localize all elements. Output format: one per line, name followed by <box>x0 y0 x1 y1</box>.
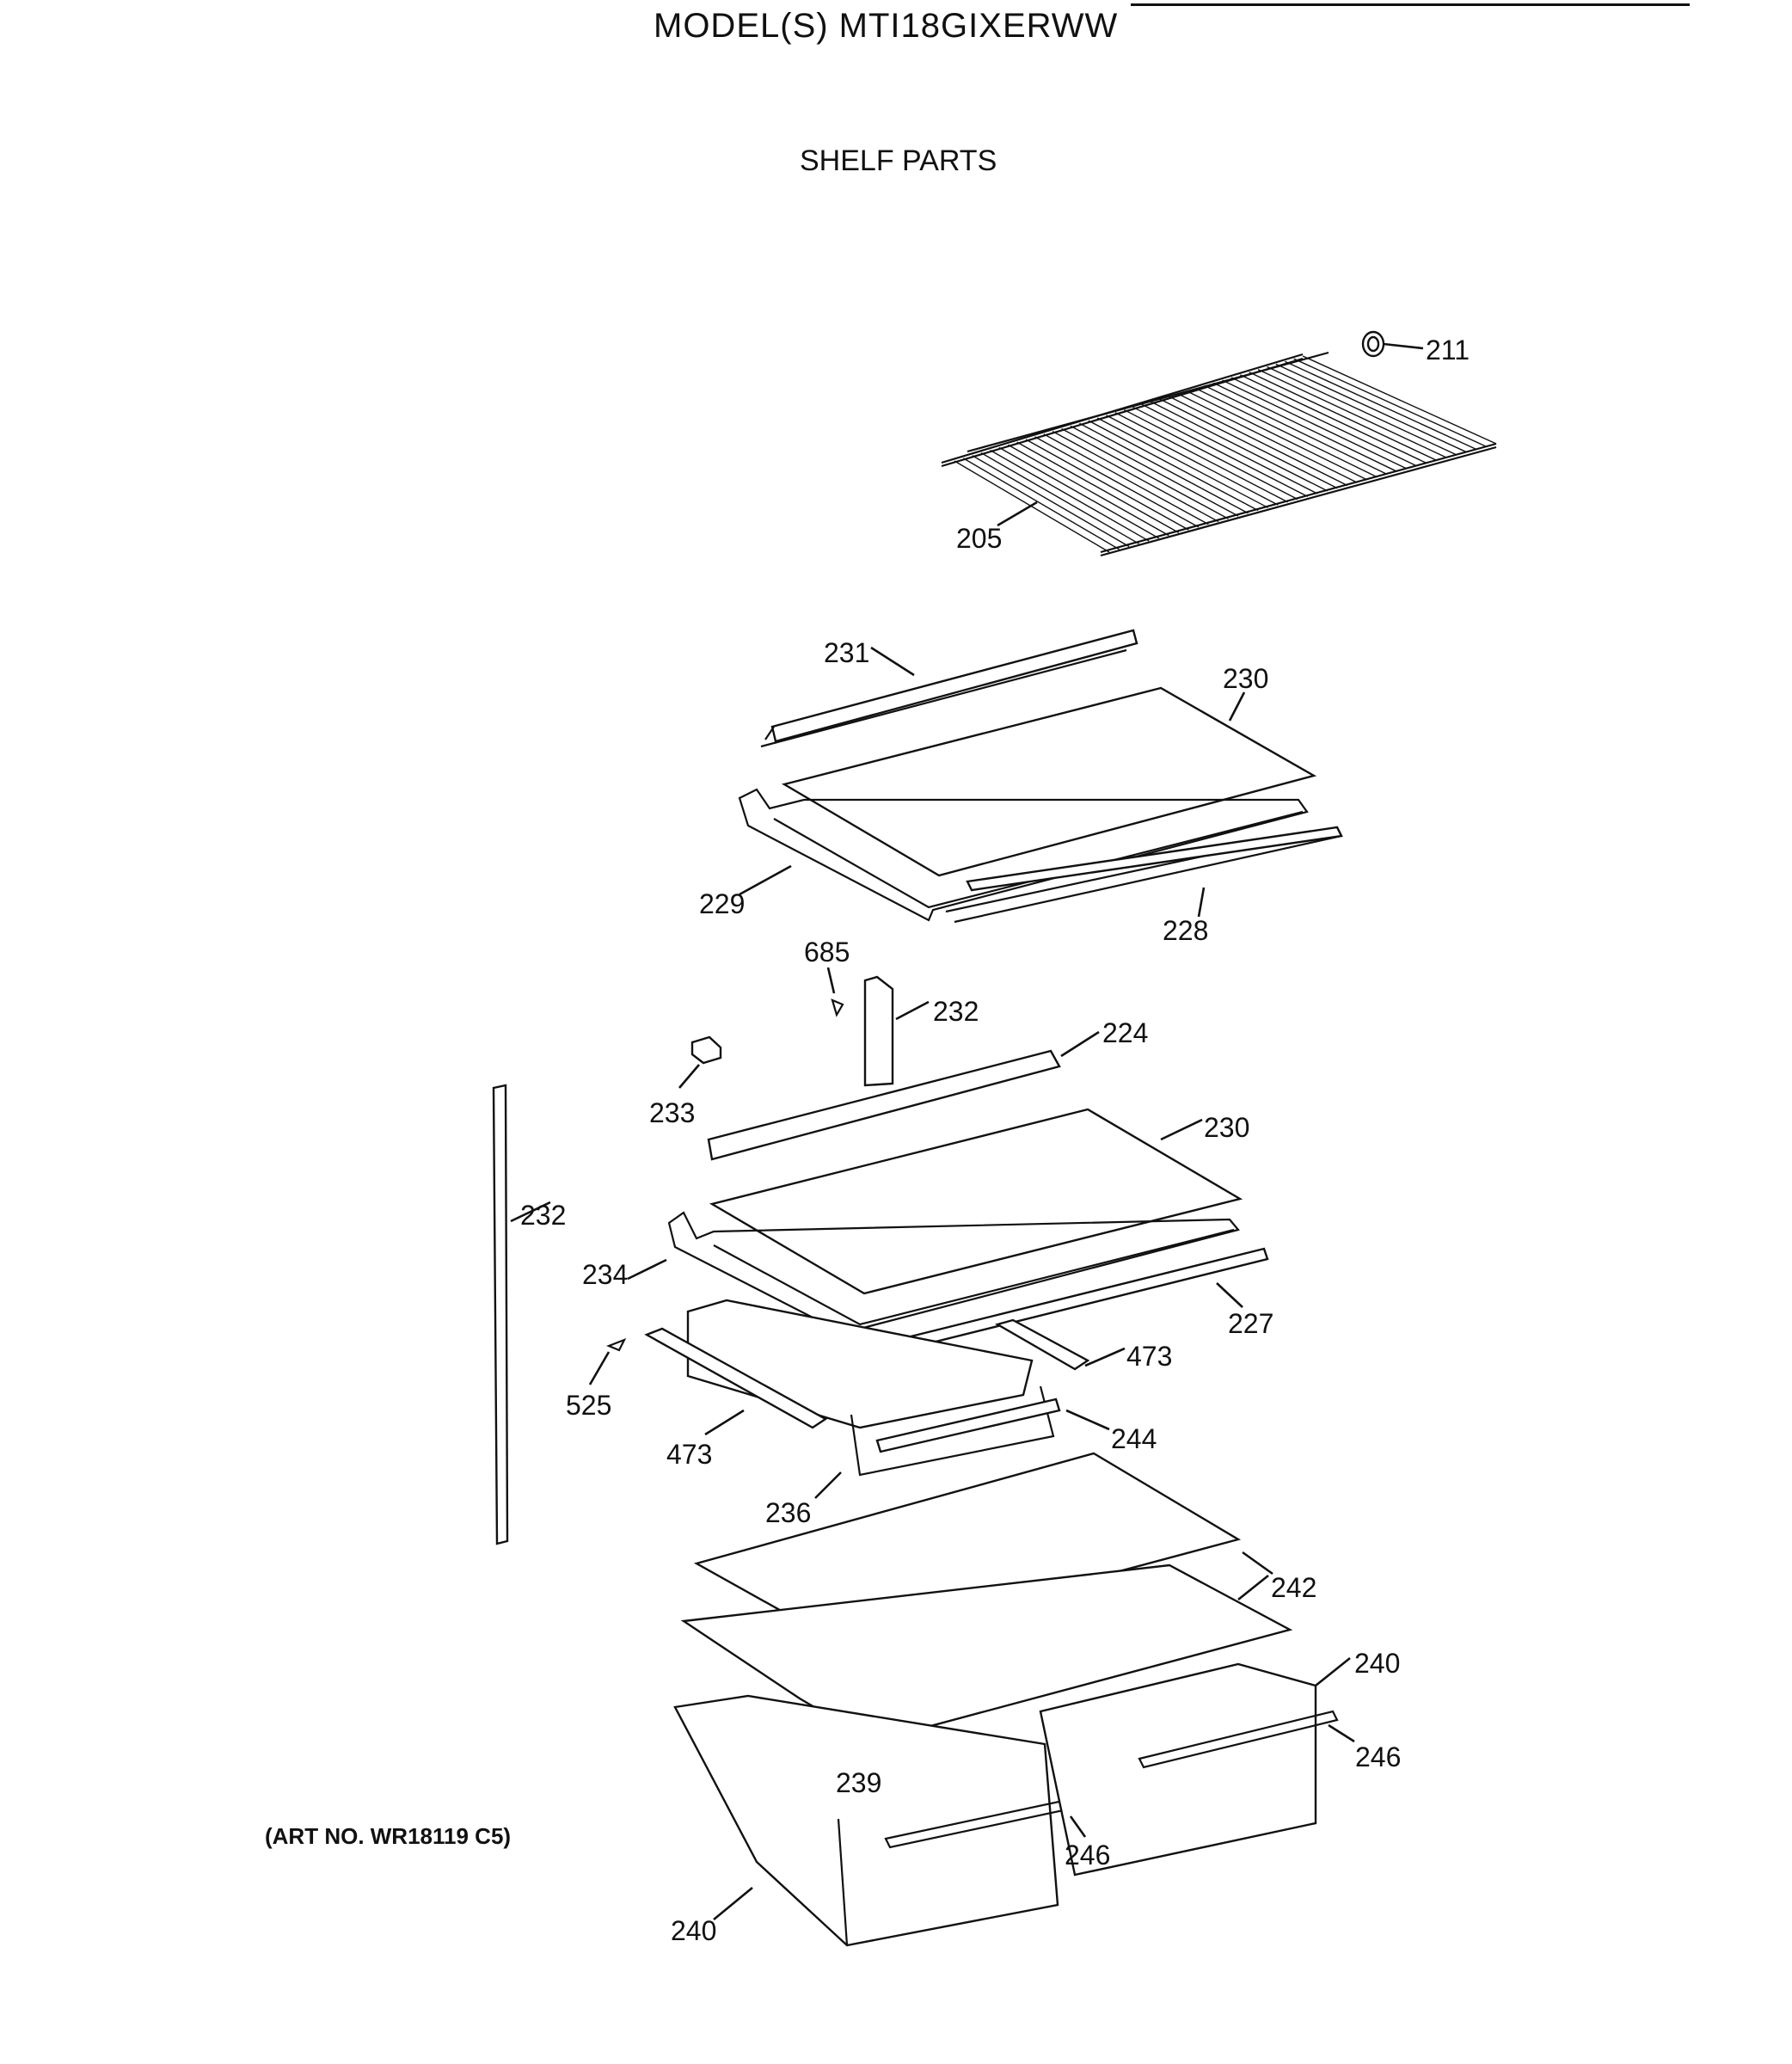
part-232-rail-long <box>492 1084 551 1545</box>
part-229-shelf-frame <box>738 788 1343 924</box>
callout-label-224: 224 <box>1102 1017 1148 1048</box>
part-473-slide-right <box>994 1318 1126 1371</box>
callout-label-227: 227 <box>1228 1308 1273 1339</box>
callout-label-231: 231 <box>824 637 869 668</box>
callout-labels: 211 205 231 230 229 228 685 232 224 233 230 232 234 2… <box>520 335 1470 1946</box>
callout-label-525: 525 <box>566 1390 611 1421</box>
callout-label-473: 473 <box>1126 1341 1172 1372</box>
callout-label-233: 233 <box>649 1097 695 1128</box>
part-236-pan <box>686 1299 1055 1499</box>
callout-label-230: 230 <box>1204 1112 1249 1143</box>
callout-label-685: 685 <box>804 937 850 968</box>
model-title: MODEL(S) MTI18GIXERWW <box>654 7 1119 45</box>
callout-label-473: 473 <box>666 1439 712 1470</box>
part-242-crisper-cover <box>680 1452 1293 1743</box>
part-244-trim <box>875 1398 1110 1453</box>
callout-label-242: 242 <box>1271 1572 1316 1603</box>
callout-label-232: 232 <box>933 996 979 1027</box>
callout-label-211: 211 <box>1426 335 1470 366</box>
part-246-handle-leaders <box>1069 1723 1355 1838</box>
part-233-clip <box>678 1035 722 1089</box>
callout-label-246: 246 <box>1355 1742 1401 1772</box>
callout-label-205: 205 <box>956 523 1002 554</box>
part-230-glass-middle <box>709 1108 1243 1295</box>
callout-label-239: 239 <box>836 1767 881 1798</box>
callout-label-234: 234 <box>582 1259 628 1290</box>
art-number: (ART NO. WR18119 C5) <box>265 1823 512 1849</box>
callout-label-240: 240 <box>1354 1648 1400 1679</box>
callout-label-246: 246 <box>1065 1840 1110 1870</box>
part-205-wire-shelf <box>941 351 1497 557</box>
part-234-shelf-frame <box>627 1211 1240 1339</box>
callout-label-230: 230 <box>1223 663 1268 694</box>
part-230-glass-upper <box>781 686 1317 877</box>
part-231-trim <box>760 629 1138 748</box>
callout-label-228: 228 <box>1163 915 1208 946</box>
callout-label-232: 232 <box>520 1200 566 1231</box>
callout-label-229: 229 <box>699 888 745 919</box>
callout-label-240: 240 <box>671 1915 716 1946</box>
callout-label-244: 244 <box>1111 1423 1157 1454</box>
part-240-drawer-right <box>1039 1656 1351 1877</box>
part-525-screw <box>588 1337 627 1385</box>
part-685-screw <box>826 967 844 1017</box>
part-240-drawer-left <box>673 1694 1085 1947</box>
part-211-cap <box>1361 330 1424 358</box>
part-224-trim <box>707 1030 1100 1161</box>
part-232-rail-upper <box>863 975 930 1087</box>
header-rule <box>1131 3 1690 6</box>
part-228-trim <box>966 826 1343 918</box>
callout-label-236: 236 <box>765 1497 811 1528</box>
part-473-slide-left <box>644 1327 828 1436</box>
section-title: SHELF PARTS <box>800 144 997 177</box>
